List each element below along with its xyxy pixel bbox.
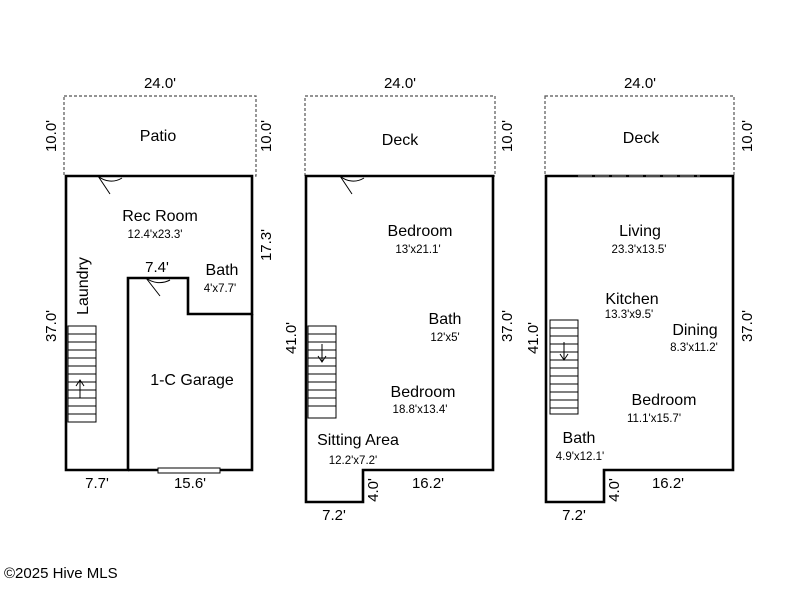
garage-entry-door: [145, 277, 171, 297]
room-rec-room-name: Rec Room: [122, 208, 198, 225]
deck-label-upper: Deck: [623, 130, 660, 147]
room-kitchen-size: 13.3'x9.5': [605, 309, 654, 321]
upper-bump-height: 4.0': [606, 478, 623, 502]
patio-door: [97, 175, 123, 195]
lower-top-dimension: 24.0': [144, 75, 176, 92]
middle-level-walls: [304, 174, 495, 504]
upper-left-dimension: 41.0': [525, 322, 542, 354]
middle-top-dimension: 24.0': [384, 75, 416, 92]
room-sitting-area-name: Sitting Area: [317, 432, 399, 449]
lower-bottom-left-dimension: 7.7': [85, 475, 109, 492]
room-bedroom-1-name: Bedroom: [388, 223, 453, 240]
deck-outline-upper: [544, 95, 735, 177]
middle-bump-width: 7.2': [322, 507, 346, 524]
room-bedroom-upper-size: 11.1'x15.7': [627, 413, 681, 425]
lower-bottom-right-dimension: 15.6': [174, 475, 206, 492]
room-bedroom-2-size: 18.8'x13.4': [393, 404, 448, 416]
stairs-upper: [549, 319, 579, 415]
patio-depth-right: 10.0': [258, 120, 275, 152]
upper-bottom-right-dimension: 16.2': [652, 475, 684, 492]
room-living-size: 23.3'x13.5': [612, 244, 667, 256]
room-kitchen-name: Kitchen: [605, 291, 658, 308]
room-bath-name: Bath: [206, 262, 239, 279]
stairs-lower: [67, 325, 97, 423]
deck-depth-upper: 10.0': [739, 120, 756, 152]
upper-top-dimension: 24.0': [624, 75, 656, 92]
stairs-middle: [307, 325, 337, 419]
patio-depth-left: 10.0': [43, 120, 60, 152]
deck-door-middle: [339, 175, 365, 195]
lower-right-dimension: 17.3': [258, 229, 275, 261]
room-dining-name: Dining: [672, 322, 717, 339]
room-bath-upper-name: Bath: [563, 430, 596, 447]
patio-label: Patio: [140, 128, 177, 145]
upper-bump-width: 7.2': [562, 507, 586, 524]
room-laundry-name: Laundry: [75, 257, 92, 315]
room-rec-room-size: 12.4'x23.3': [128, 229, 183, 241]
middle-right-dimension: 37.0': [499, 310, 516, 342]
middle-bump-height: 4.0': [365, 478, 382, 502]
room-sitting-area-size: 12.2'x7.2': [329, 455, 378, 467]
garage-width-dimension: 7.4': [145, 259, 169, 276]
middle-left-dimension: 41.0': [283, 322, 300, 354]
upper-level-walls: [544, 174, 735, 504]
room-bedroom-upper-name: Bedroom: [632, 392, 697, 409]
garage-door: [157, 467, 221, 474]
room-bedroom-1-size: 13'x21.1': [395, 244, 440, 256]
lower-level-walls: [64, 174, 254, 472]
deck-depth-middle: 10.0': [499, 120, 516, 152]
room-bath-middle-name: Bath: [429, 311, 462, 328]
floor-plan-lower-level: 24.0' 10.0' 10.0' Patio Rec Room 12.4'x2…: [43, 75, 275, 492]
room-bath-size: 4'x7.7': [204, 283, 237, 295]
deck-label-middle: Deck: [382, 132, 419, 149]
room-dining-size: 8.3'x11.2': [670, 342, 718, 354]
room-bedroom-2-name: Bedroom: [391, 384, 456, 401]
room-bath-upper-size: 4.9'x12.1': [556, 451, 605, 463]
upper-right-dimension: 37.0': [739, 310, 756, 342]
room-living-name: Living: [619, 223, 661, 240]
garage-walls: [128, 314, 254, 472]
middle-bottom-right-dimension: 16.2': [412, 475, 444, 492]
floor-plan-middle-level: 24.0' Deck 10.0' Bedroom 13'x21.1' Bath …: [283, 75, 516, 524]
room-bath-middle-size: 12'x5': [430, 332, 459, 344]
room-garage-name: 1-C Garage: [150, 372, 234, 389]
watermark: ©2025 Hive MLS: [4, 565, 118, 582]
lower-left-dimension: 37.0': [43, 310, 60, 342]
floor-plan-upper-level: 24.0' Deck 10.0' Living 23.3'x13.5' Kitc…: [525, 75, 756, 524]
